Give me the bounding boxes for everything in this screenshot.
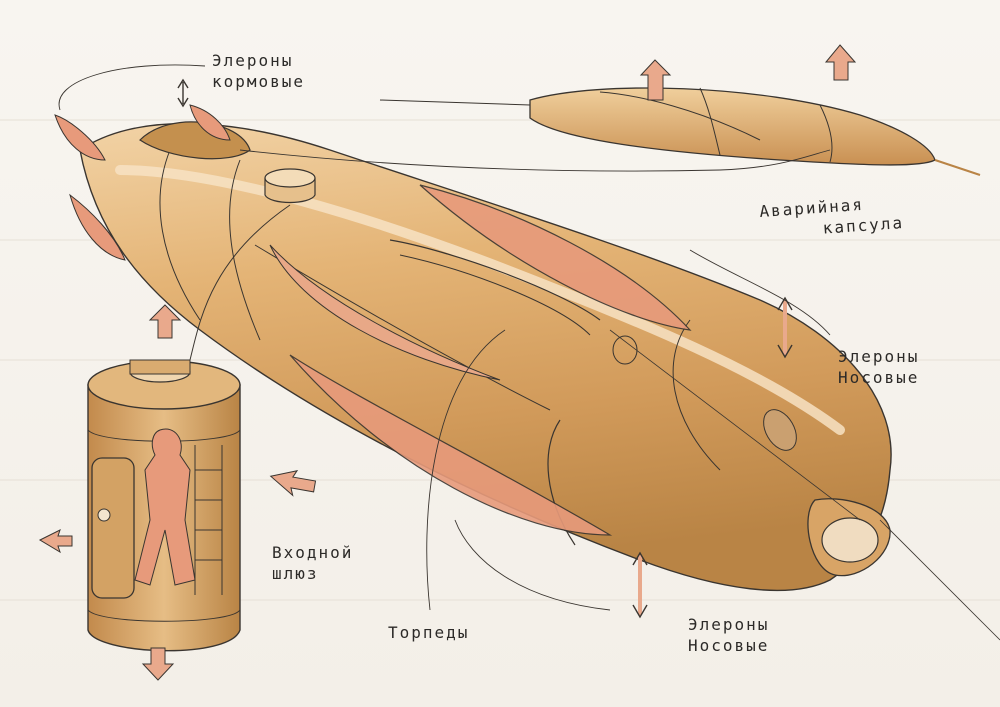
label-bow-ailerons-upper: Элероны Носовые xyxy=(838,346,919,388)
label-torpedoes-line1: Торпеды xyxy=(388,623,470,642)
airlock-drawing xyxy=(87,204,291,652)
motion-arrows xyxy=(38,44,857,681)
label-bow-ailerons-lower-line2: Носовые xyxy=(688,636,770,655)
leader-lines xyxy=(58,64,831,611)
label-bow-ailerons-lower-line1: Элероны xyxy=(688,615,770,634)
label-airlock-line2: шлюз xyxy=(272,564,319,583)
label-bow-ailerons-upper-line2: Носовые xyxy=(838,368,920,387)
label-airlock: Входной шлюз xyxy=(272,542,353,584)
label-stern-ailerons-line2: кормовые xyxy=(212,72,306,91)
label-bow-ailerons-upper-line1: Элероны xyxy=(838,347,920,366)
fins xyxy=(54,104,692,536)
escape-capsule-drawing xyxy=(379,87,981,176)
label-stern-ailerons-line1: Элероны xyxy=(212,51,294,70)
double-arrows xyxy=(177,78,793,619)
label-bow-ailerons-lower: Элероны Носовые xyxy=(688,614,769,656)
submarine-hull xyxy=(79,121,1000,641)
label-airlock-line1: Входной xyxy=(272,543,354,562)
label-stern-ailerons: Элероны кормовые xyxy=(212,50,305,92)
label-torpedoes: Торпеды xyxy=(388,622,469,643)
